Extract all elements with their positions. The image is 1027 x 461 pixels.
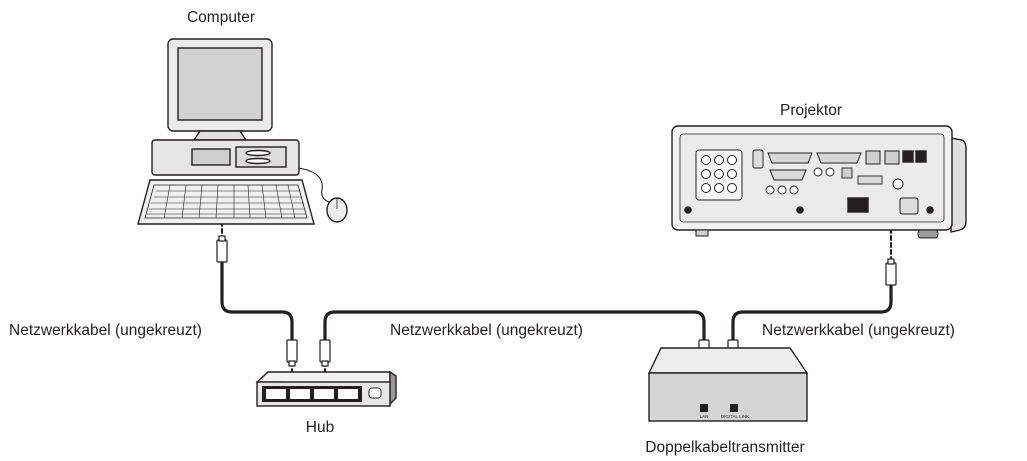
label-cable-left: Netzwerkkabel (ungekreuzt): [9, 322, 202, 339]
label-cable-middle: Netzwerkkabel (ungekreuzt): [390, 322, 583, 339]
cable-transmitter-to-projector: [731, 283, 893, 347]
transmitter-icon: [647, 347, 809, 422]
port-label-digital-link: DIGITAL LINK: [721, 414, 749, 419]
connectors: [216, 235, 897, 367]
label-hub: Hub: [306, 419, 334, 436]
connector-hub-b: [319, 339, 331, 367]
hub-icon: [255, 370, 397, 407]
cable-computer-to-hub: [220, 260, 294, 347]
connector-computer: [216, 235, 228, 263]
projector-icon: [671, 125, 967, 239]
connector-hub-a: [286, 339, 298, 367]
label-cable-right: Netzwerkkabel (ungekreuzt): [762, 322, 955, 339]
port-label-lan: LAN: [700, 414, 709, 419]
connector-projector: [885, 258, 897, 286]
computer-icon: [137, 38, 348, 225]
label-computer: Computer: [187, 9, 255, 26]
cable-hub-to-transmitter: [323, 310, 706, 347]
label-transmitter: Doppelkabeltransmitter: [645, 439, 804, 456]
label-projector: Projektor: [780, 102, 842, 119]
